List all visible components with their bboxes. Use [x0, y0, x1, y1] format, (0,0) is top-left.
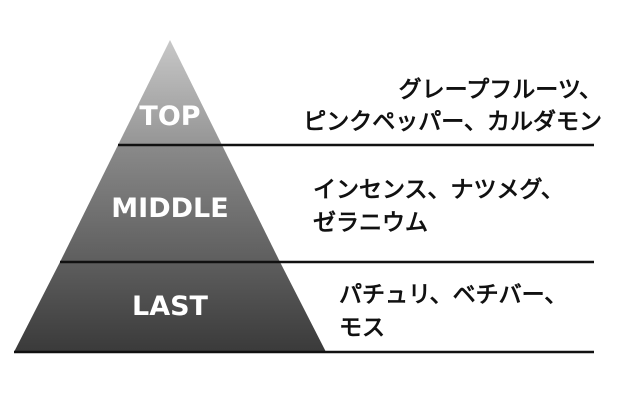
- middle-notes-line-1: インセンス、ナツメグ、: [313, 176, 564, 203]
- last-notes-line-2: モス: [339, 315, 385, 341]
- top-notes-line-1: グレープフルーツ、: [399, 76, 602, 103]
- pyramid-tier-top: [118, 40, 222, 145]
- tier-label-middle: MIDDLE: [111, 193, 228, 224]
- tier-label-last: LAST: [132, 291, 209, 322]
- pyramid-tier-last: [14, 262, 326, 352]
- tier-label-top: TOP: [139, 101, 200, 132]
- last-notes-line-1: パチュリ、ベチバー、: [339, 282, 567, 308]
- pyramid-tier-middle: [60, 145, 280, 262]
- top-notes-line-2: ピンクペッパー、カルダモン: [303, 108, 602, 135]
- middle-notes-line-2: ゼラニウム: [313, 210, 428, 236]
